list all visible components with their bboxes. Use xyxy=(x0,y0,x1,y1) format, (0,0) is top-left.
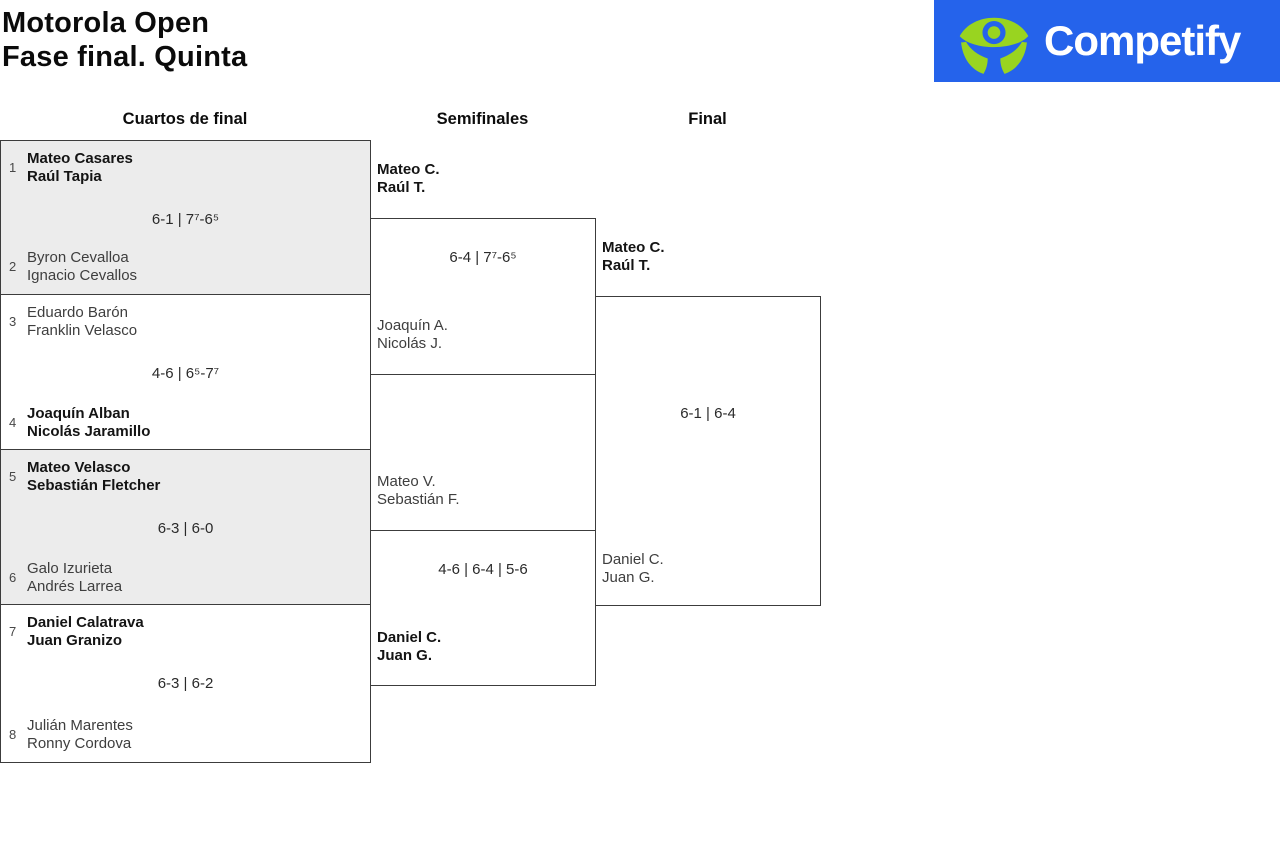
competify-logo[interactable]: Competify xyxy=(934,0,1280,82)
player-name: Byron Cevalloa xyxy=(27,249,129,266)
team-names: Byron Cevalloa Ignacio Cevallos xyxy=(27,249,137,285)
round-header-quarterfinals: Cuartos de final xyxy=(122,110,248,128)
player-name: Franklin Velasco xyxy=(27,322,138,339)
match-score: 4-6 | 6⁵-7⁷ xyxy=(151,365,220,382)
qf-match-2[interactable]: 3 Eduardo Barón Franklin Velasco 4-6 | 6… xyxy=(0,294,371,451)
player-name: Ignacio Cevallos xyxy=(27,267,138,284)
player-name: Mateo Velasco xyxy=(27,459,131,476)
player-name: Juan G. xyxy=(377,647,433,664)
team-names: Daniel C. Juan G. xyxy=(377,629,441,665)
team-names: Mateo C. Raúl T. xyxy=(602,239,665,275)
seed-number: 5 xyxy=(9,469,17,484)
player-name: Mateo Casares xyxy=(27,150,133,167)
team-names: Joaquín A. Nicolás J. xyxy=(377,317,448,353)
team-names: Eduardo Barón Franklin Velasco xyxy=(27,304,137,340)
seed-number: 3 xyxy=(9,314,17,329)
match-score: 6-3 | 6-2 xyxy=(157,675,214,692)
player-name: Galo Izurieta xyxy=(27,560,113,577)
competify-person-icon xyxy=(959,17,1029,74)
player-name: Mateo V. xyxy=(377,473,436,490)
player-name: Mateo C. xyxy=(377,161,440,178)
team-names: Julián Marentes Ronny Cordova xyxy=(27,717,133,753)
seed-number: 1 xyxy=(9,160,17,175)
logo-wordmark: Competify xyxy=(1044,17,1241,64)
player-name: Nicolás J. xyxy=(377,335,443,352)
team-names: Galo Izurieta Andrés Larrea xyxy=(27,560,122,596)
player-name: Sebastián F. xyxy=(377,491,460,508)
seed-number: 7 xyxy=(9,624,17,639)
qf-match-1[interactable]: 1 Mateo Casares Raúl Tapia 6-1 | 7⁷-6⁵ 2… xyxy=(0,140,371,295)
round-header-final: Final xyxy=(688,110,727,128)
player-name: Andrés Larrea xyxy=(27,578,123,595)
team-names: Daniel Calatrava Juan Granizo xyxy=(27,614,144,650)
team-names: Daniel C. Juan G. xyxy=(602,551,664,587)
qf-match-4[interactable]: 7 Daniel Calatrava Juan Granizo 6-3 | 6-… xyxy=(0,604,371,763)
player-name: Ronny Cordova xyxy=(27,735,132,752)
player-name: Sebastián Fletcher xyxy=(27,477,161,494)
seed-number: 8 xyxy=(9,727,17,742)
player-name: Daniel C. xyxy=(377,629,442,646)
player-name: Joaquín Alban xyxy=(27,405,130,422)
page-title: Motorola Open Fase final. Quinta xyxy=(2,6,247,74)
player-name: Nicolás Jaramillo xyxy=(27,423,151,440)
player-name: Raúl T. xyxy=(602,257,651,274)
player-name: Juan G. xyxy=(602,569,655,586)
match-score: 6-3 | 6-0 xyxy=(157,520,214,537)
team-names: Mateo Velasco Sebastián Fletcher xyxy=(27,459,160,495)
player-name: Joaquín A. xyxy=(377,317,448,334)
team-names: Mateo V. Sebastián F. xyxy=(377,473,460,509)
match-score: 6-4 | 7⁷-6⁵ xyxy=(449,249,517,266)
player-name: Daniel C. xyxy=(602,551,664,568)
final-match[interactable] xyxy=(595,296,821,606)
match-score: 6-1 | 6-4 xyxy=(680,405,736,422)
tournament-name: Motorola Open xyxy=(2,7,210,39)
phase-name: Fase final. Quinta xyxy=(2,41,248,73)
team-names: Mateo C. Raúl T. xyxy=(377,161,440,197)
player-name: Raúl T. xyxy=(377,179,426,196)
match-score: 6-1 | 7⁷-6⁵ xyxy=(151,211,220,228)
player-name: Juan Granizo xyxy=(27,632,123,649)
player-name: Eduardo Barón xyxy=(27,304,128,321)
player-name: Daniel Calatrava xyxy=(27,614,144,631)
round-header-semifinals: Semifinales xyxy=(436,110,529,128)
player-name: Mateo C. xyxy=(602,239,665,256)
team-names: Joaquín Alban Nicolás Jaramillo xyxy=(27,405,150,441)
player-name: Julián Marentes xyxy=(27,717,133,734)
seed-number: 2 xyxy=(9,259,17,274)
team-names: Mateo Casares Raúl Tapia xyxy=(27,150,133,186)
player-name: Raúl Tapia xyxy=(27,168,102,185)
sf-match-2[interactable] xyxy=(370,530,596,686)
seed-number: 4 xyxy=(9,415,17,430)
match-score: 4-6 | 6-4 | 5-6 xyxy=(438,561,528,578)
seed-number: 6 xyxy=(9,570,17,585)
qf-match-3[interactable]: 5 Mateo Velasco Sebastián Fletcher 6-3 |… xyxy=(0,449,371,606)
